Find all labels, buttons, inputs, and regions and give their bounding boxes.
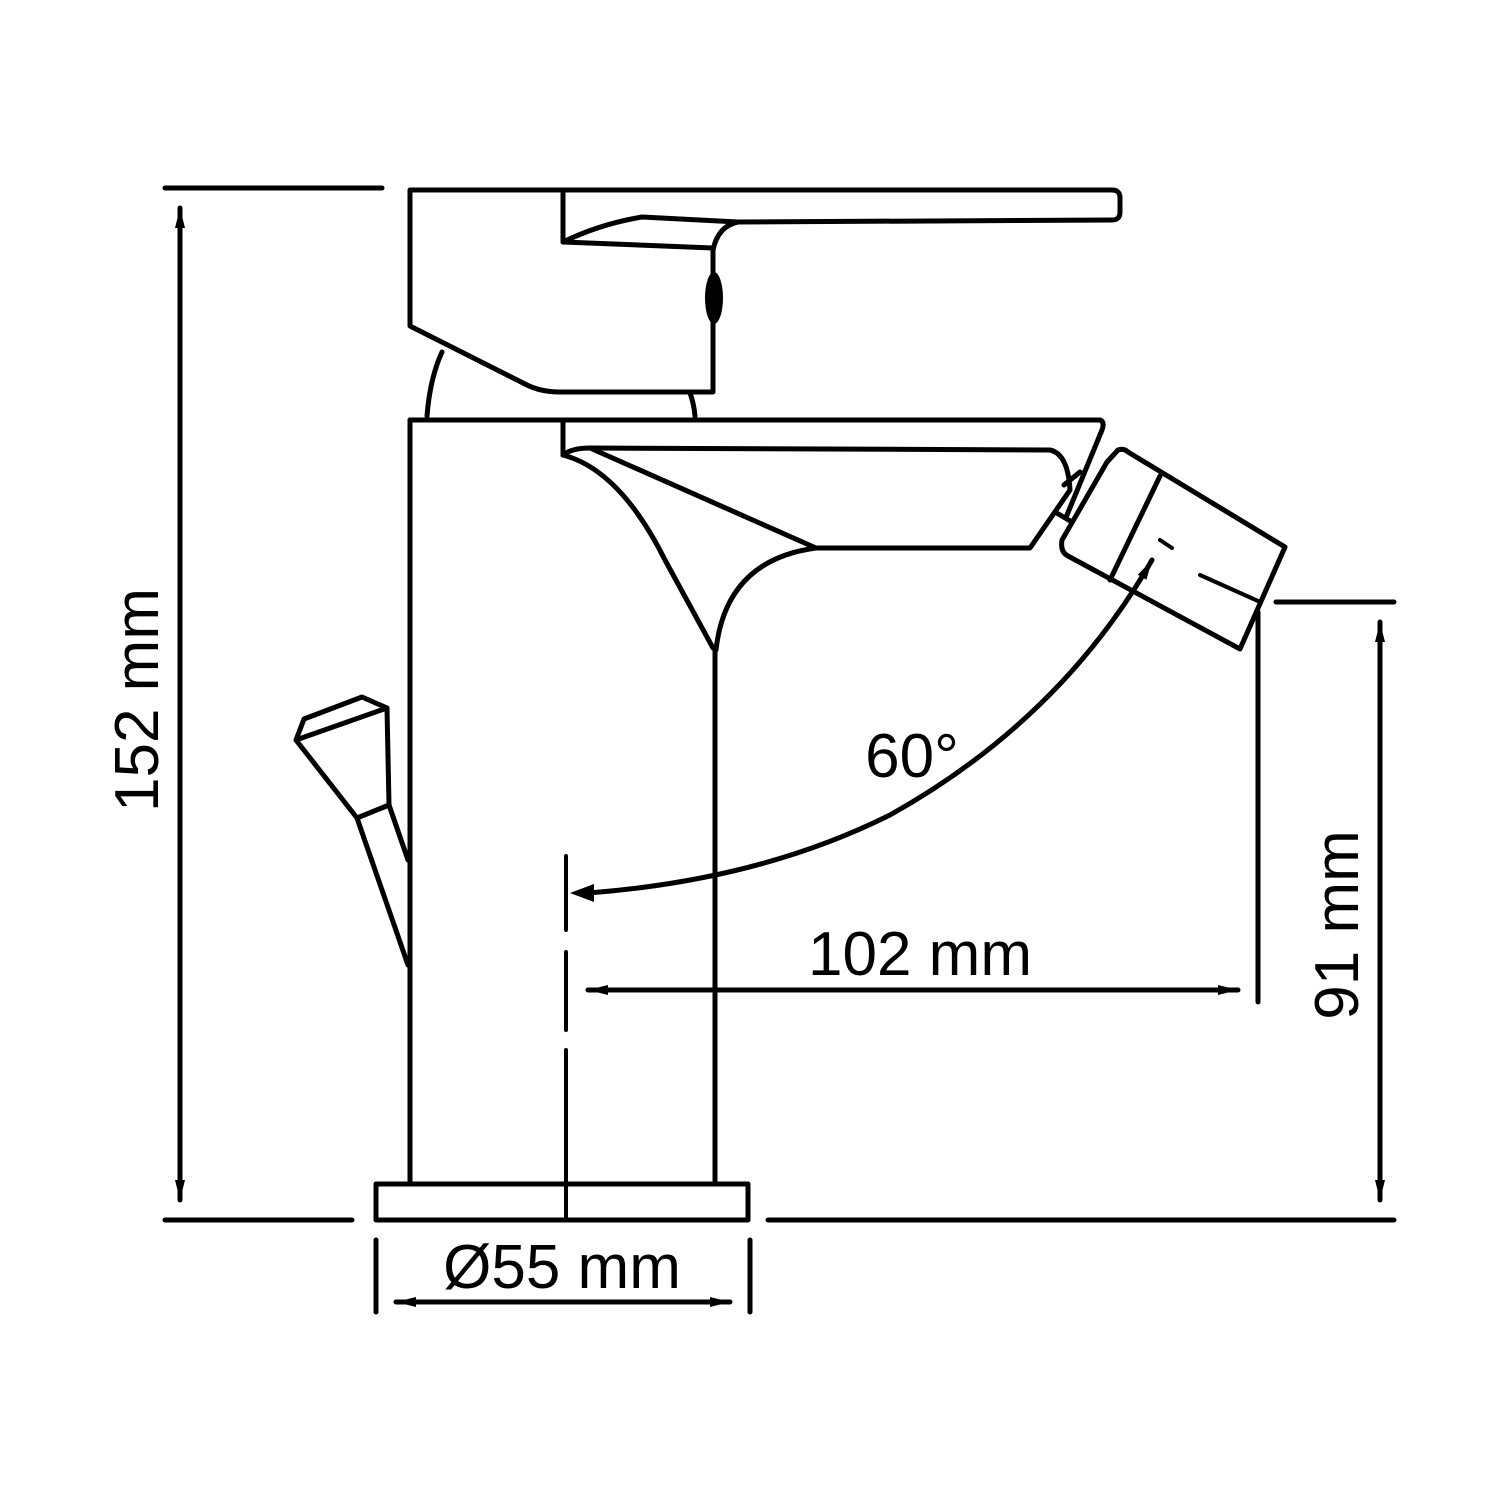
dimension-base-diameter: Ø55 mm [373, 1233, 753, 1315]
dimension-spout-reach: 102 mm [585, 609, 1261, 1005]
lever-pivot-icon [705, 272, 723, 324]
spout-reach-label: 102 mm [808, 920, 1032, 989]
faucet-body [407, 417, 1106, 1185]
swivel-angle-label: 60° [865, 722, 959, 791]
dimension-swivel-angle: 60° [570, 557, 1155, 902]
base-diameter-label: Ø55 mm [443, 1233, 681, 1302]
base-plate [373, 1181, 751, 1223]
dimension-spout-height: 91 mm [765, 599, 1397, 1223]
dimension-total-height: 152 mm [103, 185, 385, 1223]
popup-rod-knob [293, 694, 411, 968]
total-height-label: 152 mm [103, 588, 172, 812]
lever-handle [407, 187, 1123, 419]
bidet-nozzle [1052, 446, 1288, 652]
spout-height-label: 91 mm [1303, 830, 1372, 1019]
angle-arrow-icon [570, 884, 594, 902]
